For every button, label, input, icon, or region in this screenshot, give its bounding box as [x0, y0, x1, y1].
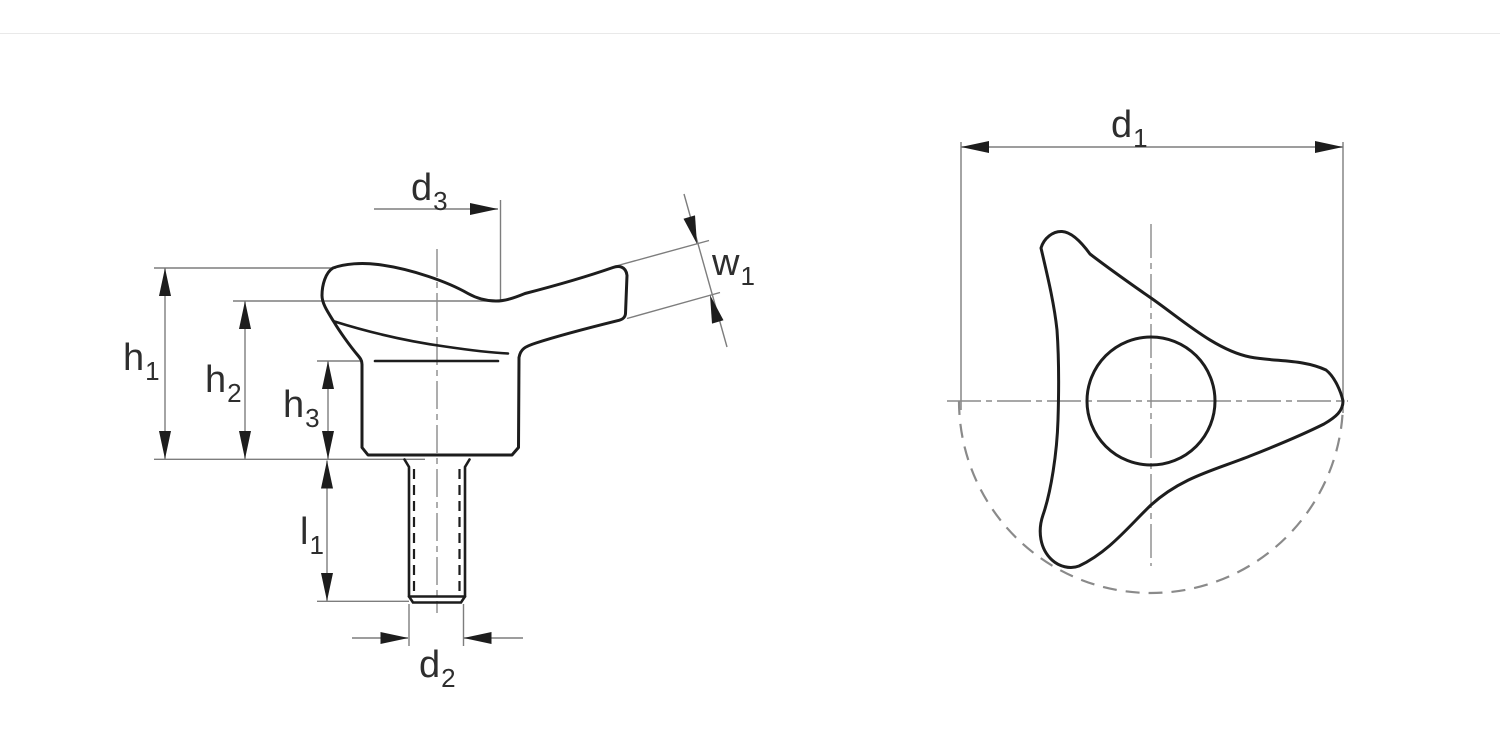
top-view-dimension-lines	[960, 142, 1344, 413]
w1-top-extension-line	[615, 239, 710, 267]
w1-arrow-top	[683, 215, 697, 244]
knob-silhouette	[320, 262, 629, 457]
label-h3: h3	[283, 384, 320, 431]
w1-arrow-bottom	[710, 295, 724, 324]
label-h3-sub: 3	[305, 403, 320, 433]
label-h1-sub: 1	[145, 356, 160, 386]
h2-arrow-up	[239, 301, 251, 329]
top-view-arrows	[961, 141, 1343, 153]
stud-outline	[403, 458, 471, 604]
l1-arrow-down	[321, 573, 333, 601]
h3-arrow-up	[322, 361, 334, 389]
label-d1-sub: 1	[1133, 123, 1148, 153]
label-w1-sub: 1	[740, 261, 755, 291]
label-h1: h1	[123, 337, 160, 384]
label-d1: d1	[1111, 104, 1148, 151]
front-lobe-waterline	[333, 320, 510, 355]
label-w1-base: w	[712, 242, 740, 284]
thread-dashed-lines	[412, 469, 461, 595]
threaded-stud	[403, 458, 471, 604]
side-view	[154, 193, 728, 646]
side-view-arrows	[159, 203, 724, 644]
label-d2-sub: 2	[441, 663, 456, 693]
label-d3: d3	[411, 167, 448, 214]
hub-circle	[1085, 335, 1217, 467]
label-h2: h2	[205, 359, 242, 406]
label-w1: w1	[712, 242, 755, 289]
w1-bottom-extension-line	[626, 291, 721, 320]
d3-arrow-right	[470, 203, 498, 215]
h1-arrow-down	[159, 431, 171, 459]
top-divider-line	[0, 33, 1500, 34]
trilobe-outline	[1038, 230, 1345, 569]
label-d2-base: d	[419, 644, 441, 686]
label-d1-base: d	[1111, 104, 1133, 146]
d1-arrow-left	[961, 141, 989, 153]
label-l1-base: l	[300, 511, 309, 553]
label-d3-sub: 3	[433, 186, 448, 216]
label-h1-base: h	[123, 337, 145, 379]
label-l1-sub: 1	[309, 530, 324, 560]
d1-arrow-right	[1315, 141, 1343, 153]
h1-arrow-up	[159, 268, 171, 296]
d2-arrow-right-segment	[463, 632, 492, 644]
label-d2: d2	[419, 644, 456, 691]
side-view-dimension-lines	[154, 193, 728, 646]
circumscribed-circle-dashed-arc	[957, 400, 1345, 595]
h2-arrow-down	[239, 431, 251, 459]
label-d3-base: d	[411, 167, 433, 209]
label-h2-base: h	[205, 359, 227, 401]
label-h2-sub: 2	[227, 378, 242, 408]
top-view	[947, 141, 1348, 595]
d2-extension-lines	[408, 604, 465, 646]
h3-arrow-down	[322, 431, 334, 459]
label-h3-base: h	[283, 384, 305, 426]
l1-arrow-up	[321, 460, 333, 489]
label-l1: l1	[300, 511, 324, 558]
d2-arrow-left-segment	[380, 632, 409, 644]
